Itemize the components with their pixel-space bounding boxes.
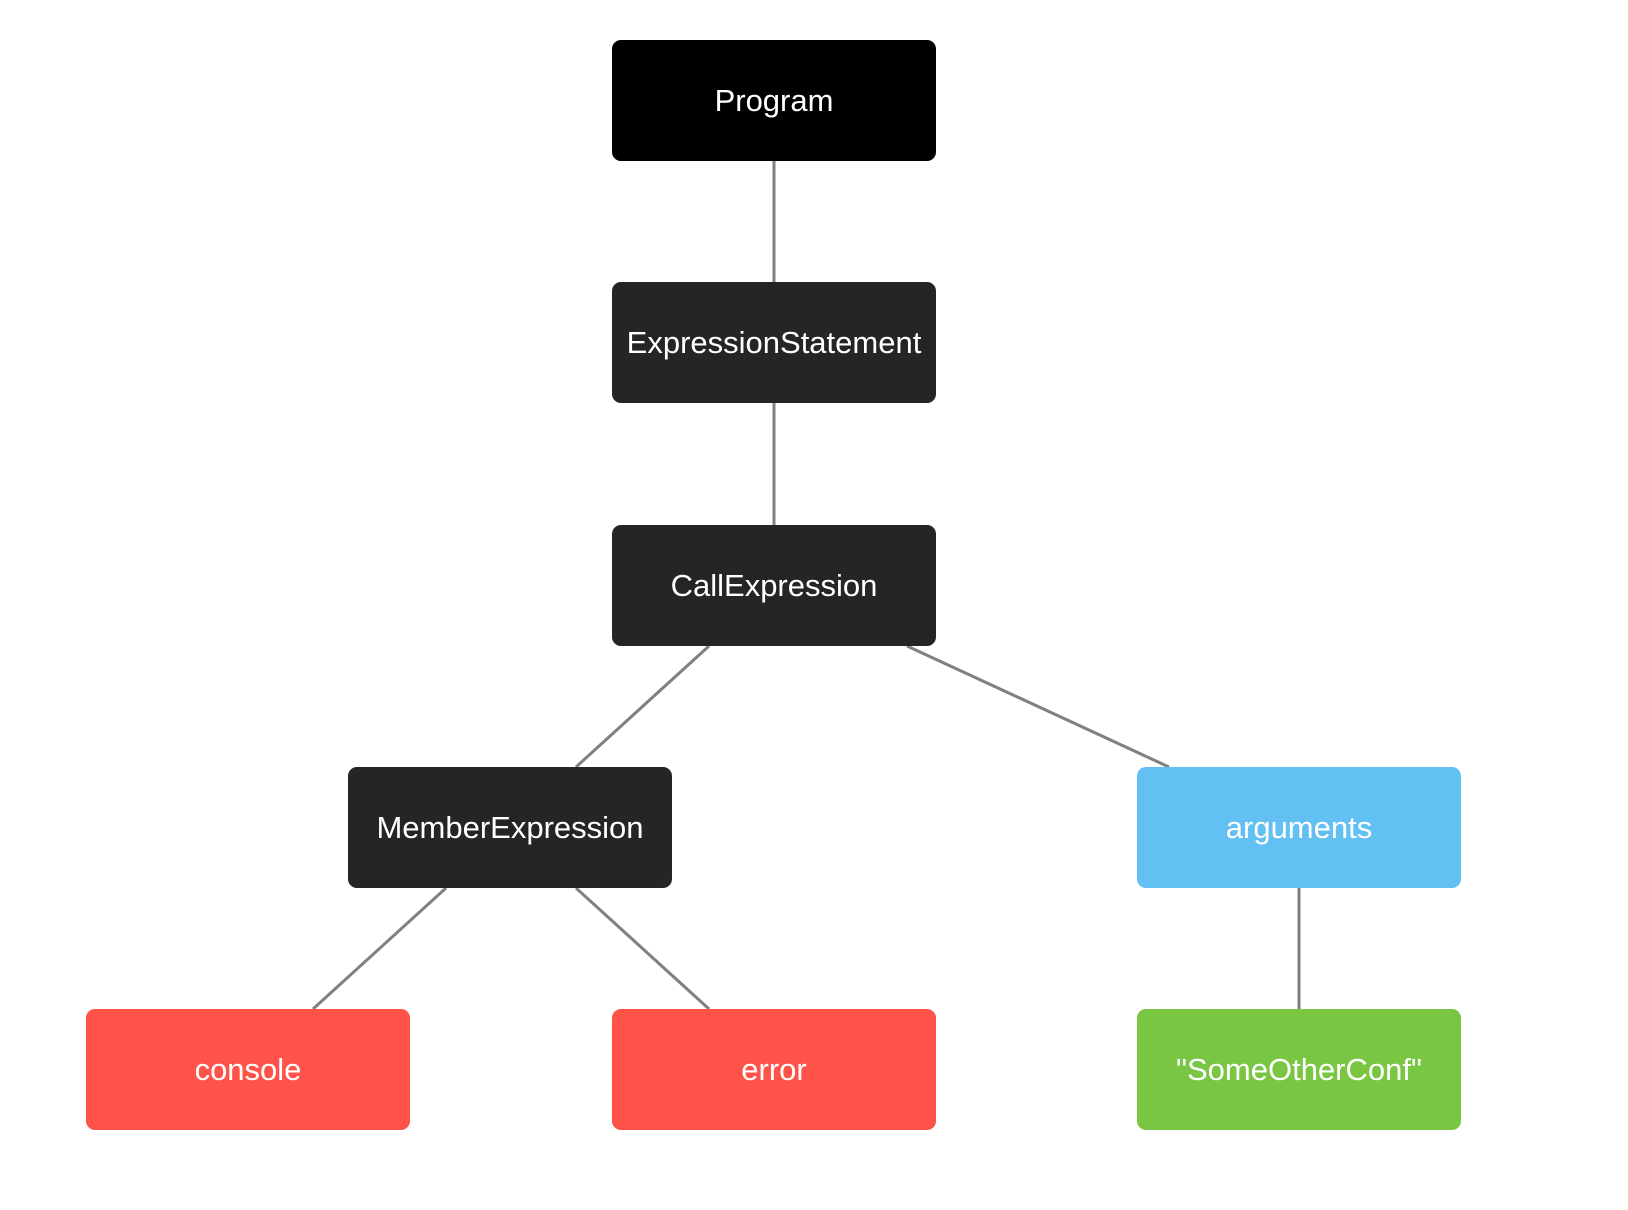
node-console-label: console: [194, 1051, 302, 1087]
node-string-literal-label: "SomeOtherConf": [1175, 1051, 1422, 1087]
node-program: Program: [612, 40, 936, 161]
node-call-expression: CallExpression: [612, 525, 936, 646]
node-call-expression-label: CallExpression: [670, 567, 878, 603]
node-string-literal: "SomeOtherConf": [1137, 1009, 1461, 1130]
node-error-label: error: [741, 1051, 807, 1087]
edge-callexpression-memberexpression: [574, 644, 711, 769]
node-arguments-label: arguments: [1225, 809, 1373, 845]
edge-memberexpression-console: [311, 886, 448, 1011]
edge-callexpression-arguments: [906, 644, 1170, 769]
node-console: console: [86, 1009, 410, 1130]
node-expression-statement: ExpressionStatement: [612, 282, 936, 403]
node-member-expression: MemberExpression: [348, 767, 672, 888]
node-member-expression-label: MemberExpression: [376, 809, 644, 845]
node-program-label: Program: [714, 82, 834, 118]
node-error: error: [612, 1009, 936, 1130]
node-arguments: arguments: [1137, 767, 1461, 888]
edge-memberexpression-error: [574, 886, 711, 1011]
node-expression-statement-label: ExpressionStatement: [626, 324, 922, 360]
